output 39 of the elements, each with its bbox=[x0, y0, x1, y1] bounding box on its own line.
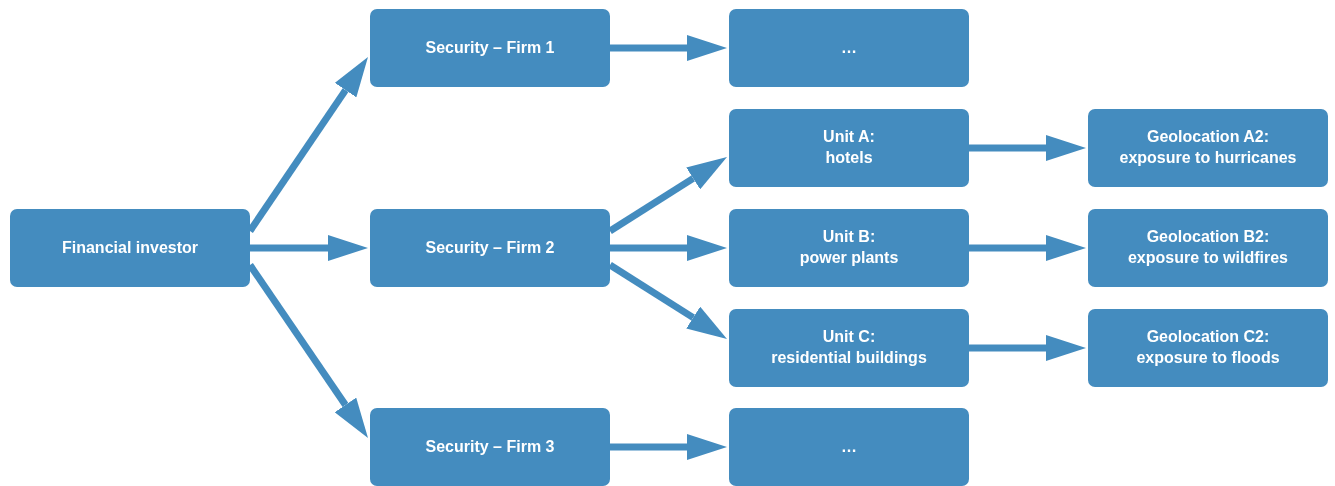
arrow bbox=[969, 135, 1086, 161]
process-box bbox=[1088, 309, 1328, 387]
box-label: Unit B: bbox=[822, 227, 876, 248]
arrow bbox=[610, 434, 727, 460]
process-box bbox=[729, 109, 969, 187]
arrow bbox=[610, 235, 727, 261]
box-label: … bbox=[841, 436, 857, 457]
process-box bbox=[729, 209, 969, 287]
box-label: Security – Firm 1 bbox=[425, 37, 555, 58]
box-label: Unit A: bbox=[823, 127, 875, 148]
box-label: Unit C: bbox=[822, 327, 876, 348]
process-box bbox=[729, 408, 969, 486]
arrow bbox=[969, 235, 1086, 261]
box-label: Geolocation C2: bbox=[1146, 327, 1270, 348]
arrow bbox=[610, 35, 727, 61]
box-label: Financial investor bbox=[61, 237, 198, 258]
arrow bbox=[969, 335, 1086, 361]
process-box bbox=[370, 9, 610, 87]
process-box bbox=[1088, 209, 1328, 287]
box-label: hotels bbox=[825, 148, 873, 168]
arrow bbox=[608, 157, 727, 234]
box-label: power plants bbox=[799, 248, 899, 268]
box-label: Security – Firm 2 bbox=[425, 237, 555, 258]
box-label: exposure to wildfires bbox=[1127, 248, 1288, 268]
process-box bbox=[370, 408, 610, 486]
box-label: residential buildings bbox=[771, 348, 927, 368]
process-box bbox=[1088, 109, 1328, 187]
arrow bbox=[250, 235, 368, 261]
process-box bbox=[729, 309, 969, 387]
box-label: exposure to floods bbox=[1136, 348, 1280, 368]
process-box bbox=[729, 9, 969, 87]
process-box bbox=[10, 209, 250, 287]
box-label: Geolocation B2: bbox=[1146, 227, 1270, 248]
box-label: Security – Firm 3 bbox=[425, 436, 555, 457]
box-label: Geolocation A2: bbox=[1146, 127, 1270, 148]
arrow bbox=[608, 262, 727, 339]
process-box bbox=[370, 209, 610, 287]
box-label: … bbox=[841, 37, 857, 58]
box-label: exposure to hurricanes bbox=[1119, 148, 1297, 168]
